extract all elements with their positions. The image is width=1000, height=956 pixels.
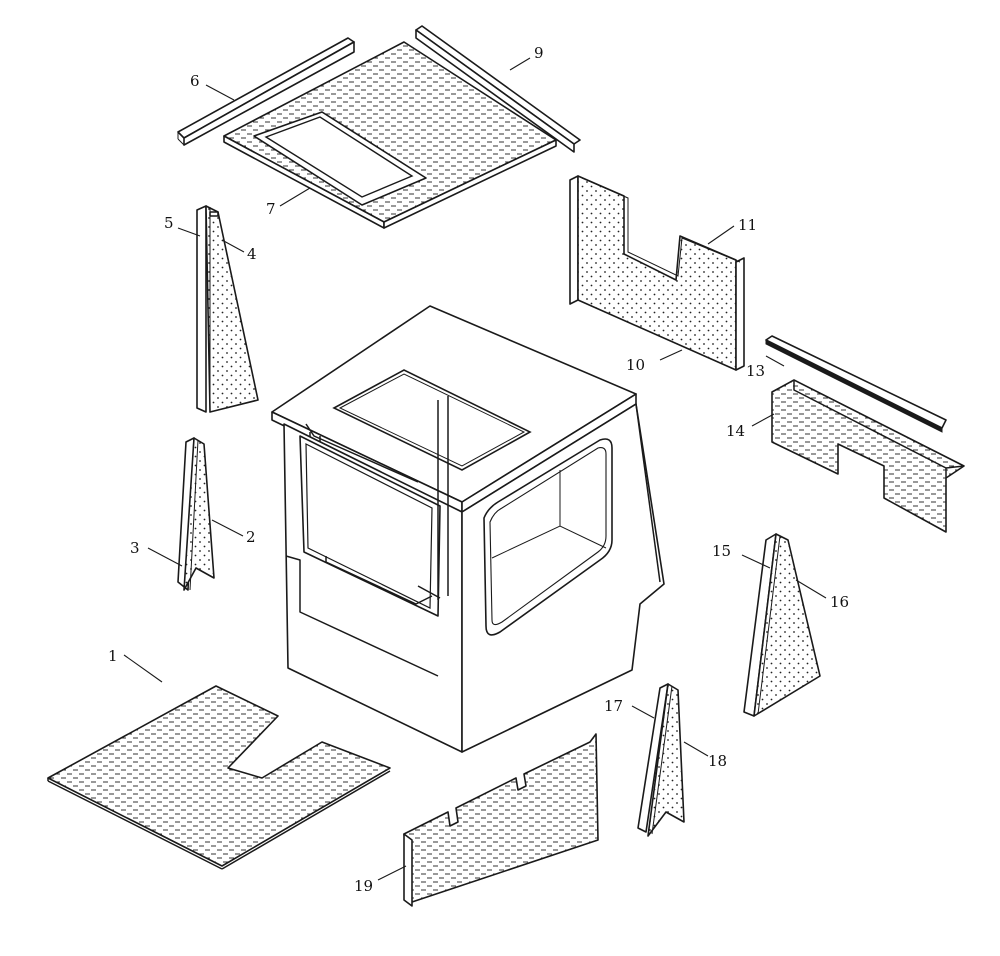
part-1-floor-mat	[47, 685, 391, 870]
callout-4: 4	[247, 245, 257, 263]
callout-7: 7	[266, 200, 276, 218]
leader-1	[123, 654, 163, 683]
cab-body	[271, 305, 665, 753]
part-2-3-lower-pillar	[177, 437, 215, 591]
leader-lines	[123, 57, 827, 881]
leader-15	[741, 554, 771, 569]
part-13-seal-strip	[765, 335, 947, 433]
leader-13	[765, 355, 785, 367]
part-9-roof-strip	[415, 25, 581, 153]
callout-10: 10	[626, 356, 645, 374]
leader-11	[707, 225, 735, 245]
part-17-18-rear-pillar	[637, 683, 685, 837]
callout-2: 2	[246, 528, 256, 546]
part-15-16-right-pillar	[743, 533, 821, 717]
leader-16	[795, 579, 827, 599]
leader-14	[751, 413, 775, 427]
callout-1: 1	[108, 647, 118, 665]
part-7-roof-panel	[223, 41, 557, 229]
leader-6	[205, 84, 235, 101]
part-10-11-rear-panel	[569, 175, 745, 371]
leader-5	[177, 227, 201, 237]
leader-3	[147, 547, 183, 567]
leader-2	[211, 519, 244, 537]
leader-9	[509, 57, 531, 71]
leader-17	[631, 705, 655, 719]
leader-4	[221, 239, 245, 253]
part-19-door-panel	[403, 733, 599, 907]
leader-7	[279, 187, 311, 207]
callout-5: 5	[164, 214, 174, 232]
leader-18	[683, 741, 709, 757]
part-4-5-upper-pillar	[196, 205, 259, 413]
callout-6: 6	[190, 72, 200, 90]
callout-9: 9	[534, 44, 544, 62]
callout-16: 16	[830, 593, 849, 611]
callout-14: 14	[726, 422, 745, 440]
leader-10	[659, 349, 683, 361]
leader-19	[377, 865, 407, 881]
callout-11: 11	[738, 216, 757, 234]
callout-13: 13	[746, 362, 765, 380]
callout-19: 19	[354, 877, 373, 895]
callout-15: 15	[712, 542, 731, 560]
part-6-roof-strip	[177, 37, 355, 146]
part-14-rear-lower-panel	[771, 379, 965, 533]
callout-17: 17	[604, 697, 623, 715]
callout-labels: 6 9 7 5 4 2 3 1 11 10 13 14 15 16 17 18 …	[108, 44, 849, 895]
callout-3: 3	[130, 539, 140, 557]
callout-18: 18	[708, 752, 727, 770]
